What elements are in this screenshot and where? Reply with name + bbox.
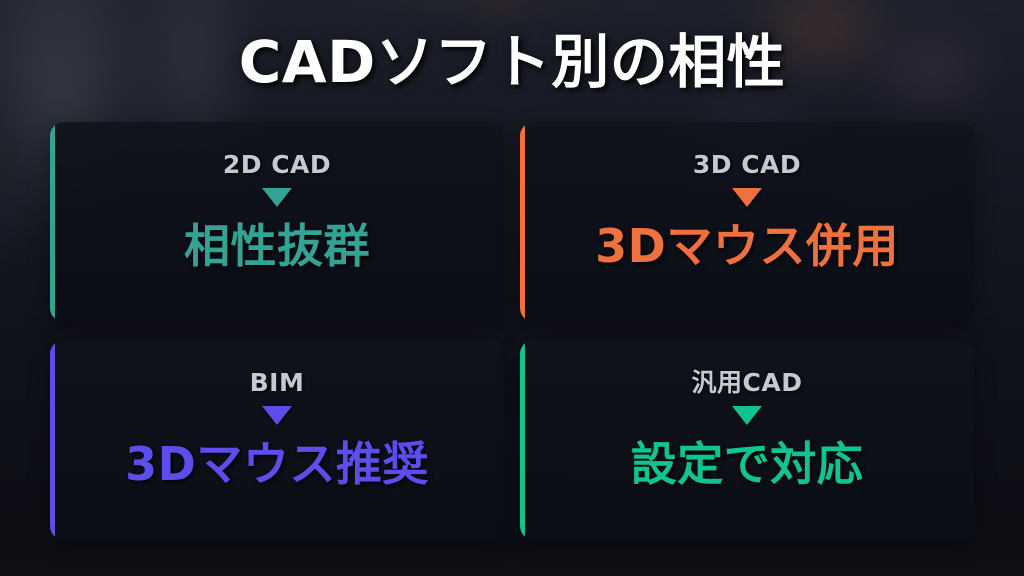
card-label: BIM xyxy=(249,368,305,397)
card-headline: 設定で対応 xyxy=(630,437,864,491)
triangle-down-icon xyxy=(262,406,292,425)
triangle-down-icon xyxy=(732,188,762,207)
accent-bar xyxy=(520,340,525,540)
page-title: CADソフト別の相性 xyxy=(238,28,786,96)
card-label: 汎用CAD xyxy=(691,368,803,397)
triangle-down-icon xyxy=(732,406,762,425)
accent-bar xyxy=(50,122,55,322)
card-headline: 3Dマウス推奨 xyxy=(125,437,429,491)
card-2d-cad[interactable]: 2D CAD 相性抜群 xyxy=(50,122,504,322)
card-bim[interactable]: BIM 3Dマウス推奨 xyxy=(50,340,504,540)
card-headline: 相性抜群 xyxy=(184,219,370,273)
accent-bar xyxy=(50,340,55,540)
card-3d-cad[interactable]: 3D CAD 3Dマウス併用 xyxy=(520,122,974,322)
card-label: 3D CAD xyxy=(692,150,802,179)
accent-bar xyxy=(520,122,525,322)
card-headline: 3Dマウス併用 xyxy=(595,219,899,273)
compatibility-card-grid: 2D CAD 相性抜群 3D CAD 3Dマウス併用 BIM 3Dマウス推奨 汎… xyxy=(50,122,974,540)
card-general-purpose-cad[interactable]: 汎用CAD 設定で対応 xyxy=(520,340,974,540)
card-label: 2D CAD xyxy=(222,150,332,179)
triangle-down-icon xyxy=(262,188,292,207)
